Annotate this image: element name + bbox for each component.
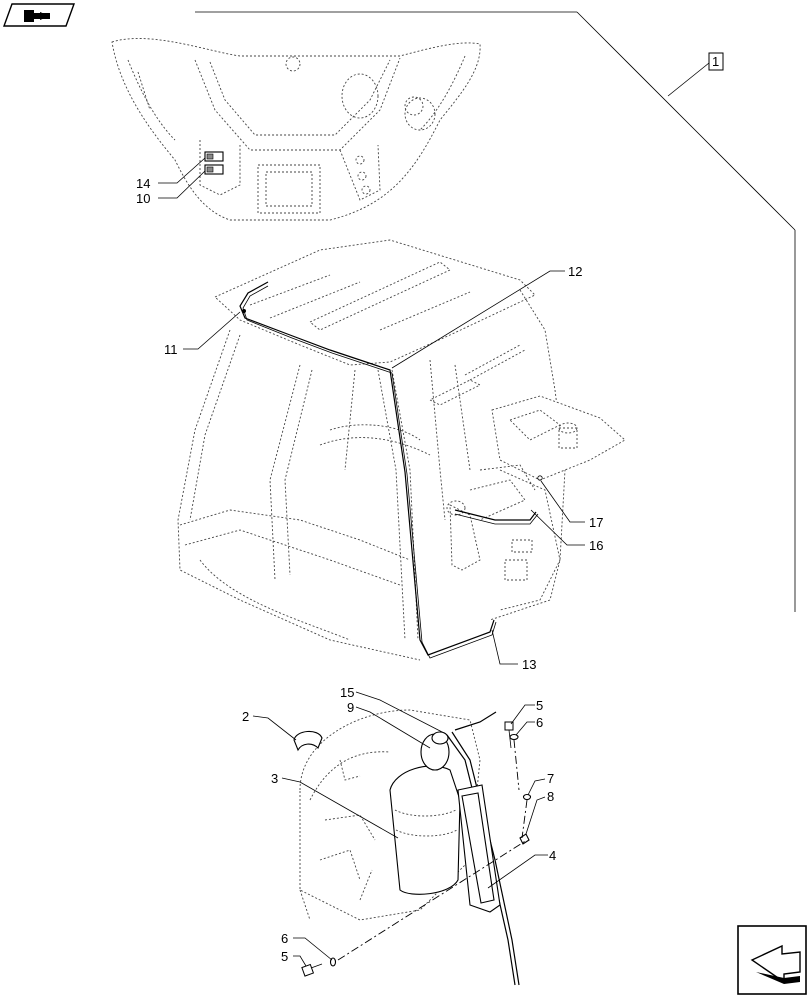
fire-extinguisher-assembly bbox=[293, 709, 532, 986]
catalog-book-icon[interactable] bbox=[3, 3, 75, 27]
next-page-arrow-icon[interactable] bbox=[737, 925, 807, 995]
callout-4: 4 bbox=[549, 848, 556, 863]
callout-17: 17 bbox=[589, 515, 603, 530]
callout-1: 1 bbox=[712, 54, 719, 69]
callout-14: 14 bbox=[136, 176, 150, 191]
callout-15: 15 bbox=[340, 685, 354, 700]
callout-9: 9 bbox=[347, 700, 354, 715]
callout-11: 11 bbox=[164, 342, 178, 357]
bolt-5-top bbox=[504, 721, 514, 749]
callout-6-bottom: 6 bbox=[281, 931, 288, 946]
callout-10: 10 bbox=[136, 191, 150, 206]
assembly-bracket bbox=[195, 11, 796, 612]
tractor-cab bbox=[177, 239, 626, 661]
callout-6-top: 6 bbox=[536, 715, 543, 730]
callout-labels: 1 2 3 4 5 5 6 6 7 8 9 10 11 12 13 14 15 … bbox=[136, 54, 719, 964]
callout-8: 8 bbox=[547, 789, 554, 804]
callout-3: 3 bbox=[271, 771, 278, 786]
dashboard-console bbox=[111, 38, 481, 221]
callout-2: 2 bbox=[242, 709, 249, 724]
callout-13: 13 bbox=[522, 657, 536, 672]
callout-12: 12 bbox=[568, 264, 582, 279]
cab-harness-cable bbox=[239, 281, 543, 659]
callout-7: 7 bbox=[547, 771, 554, 786]
leader-lines bbox=[158, 157, 585, 967]
callout-16: 16 bbox=[589, 538, 603, 553]
callout-5-bottom: 5 bbox=[281, 949, 288, 964]
callout-5-top: 5 bbox=[536, 698, 543, 713]
